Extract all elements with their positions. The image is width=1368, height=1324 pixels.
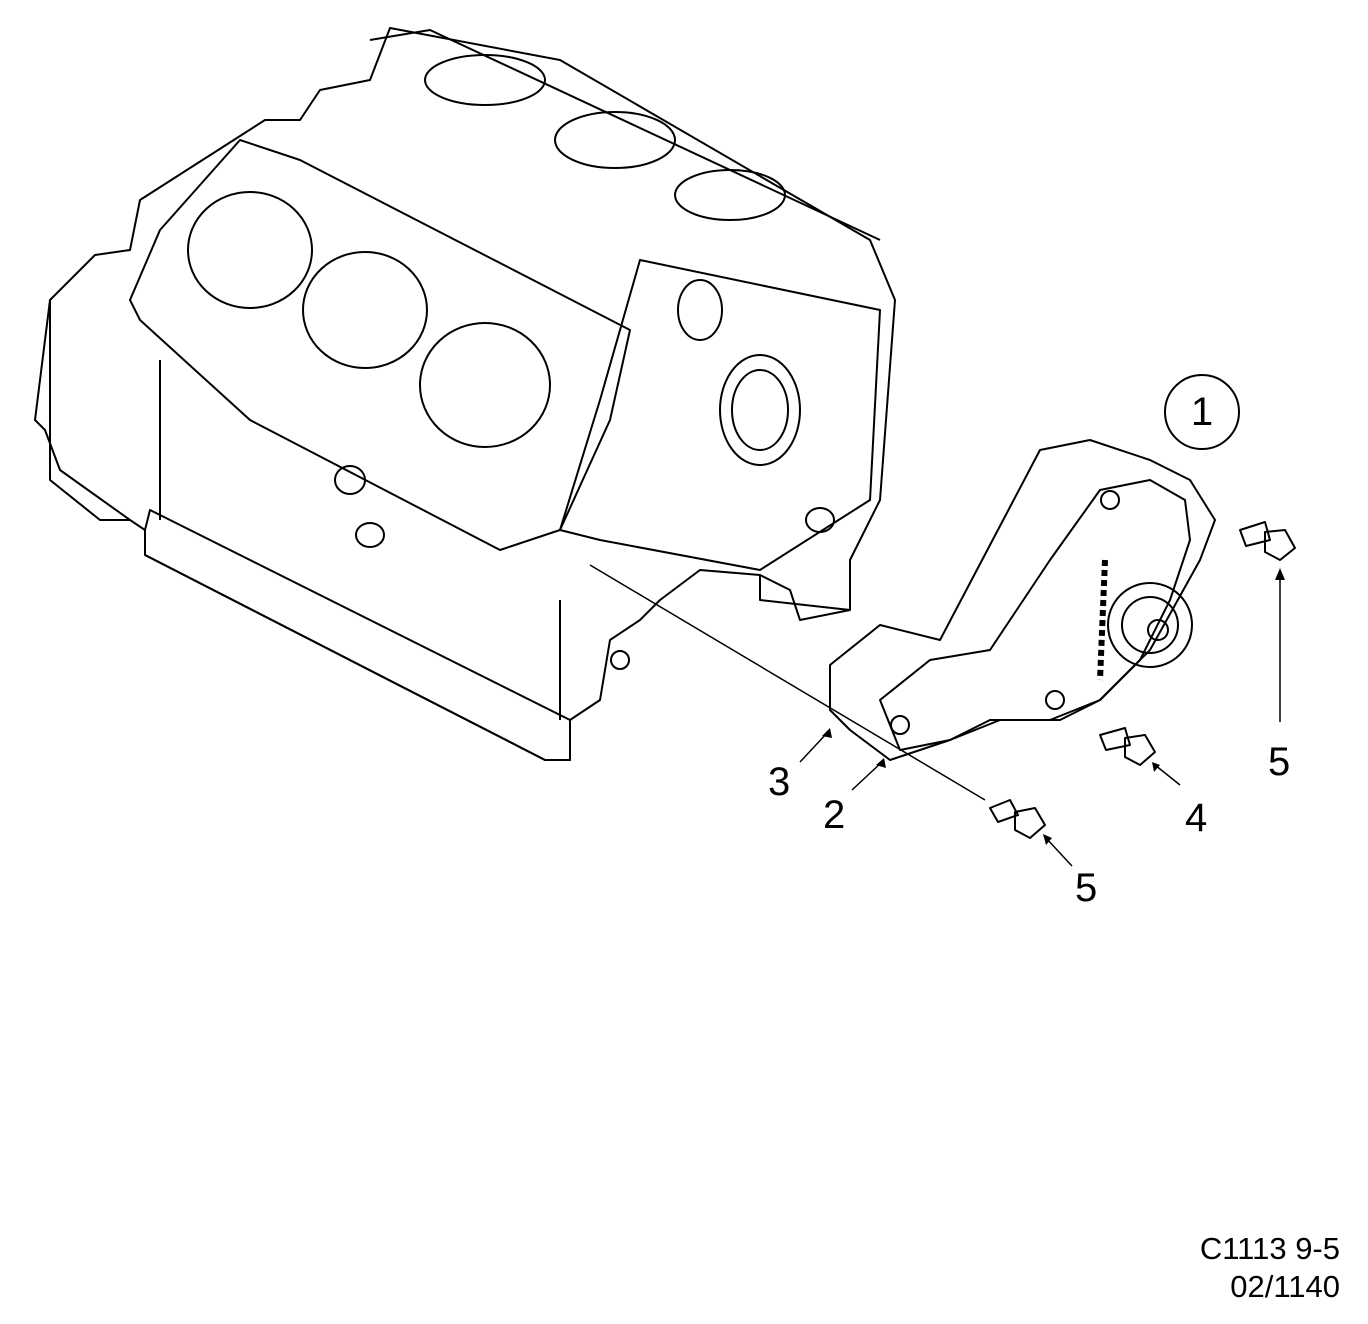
callout-gasket: 3 [768, 760, 791, 804]
bolt-middle [1099, 727, 1156, 766]
water-pump [879, 479, 1193, 751]
callout-bolt-lower: 5 [1075, 866, 1098, 910]
cylinder-bore [419, 322, 551, 448]
cylinder-bore [302, 251, 428, 369]
bolt-upper [1239, 521, 1296, 561]
callout-bolt-middle: 4 [1185, 796, 1208, 840]
reference-number: 02/1140 [1230, 1269, 1340, 1304]
bolt-lower [989, 799, 1046, 839]
leader-lines [799, 575, 1281, 867]
callout-pump: 2 [823, 793, 846, 837]
reference-code: C1113 9-5 [1199, 1231, 1340, 1266]
cylinder-bore [187, 191, 313, 309]
gasket [829, 439, 1216, 761]
assembly-callout-1: 1 [1164, 374, 1240, 450]
arrowheads [822, 568, 1285, 845]
callout-bolt-upper: 5 [1268, 740, 1291, 784]
engine-block [34, 27, 896, 761]
assembly-axis-line [589, 564, 986, 801]
callout-label: 1 [1190, 389, 1214, 434]
